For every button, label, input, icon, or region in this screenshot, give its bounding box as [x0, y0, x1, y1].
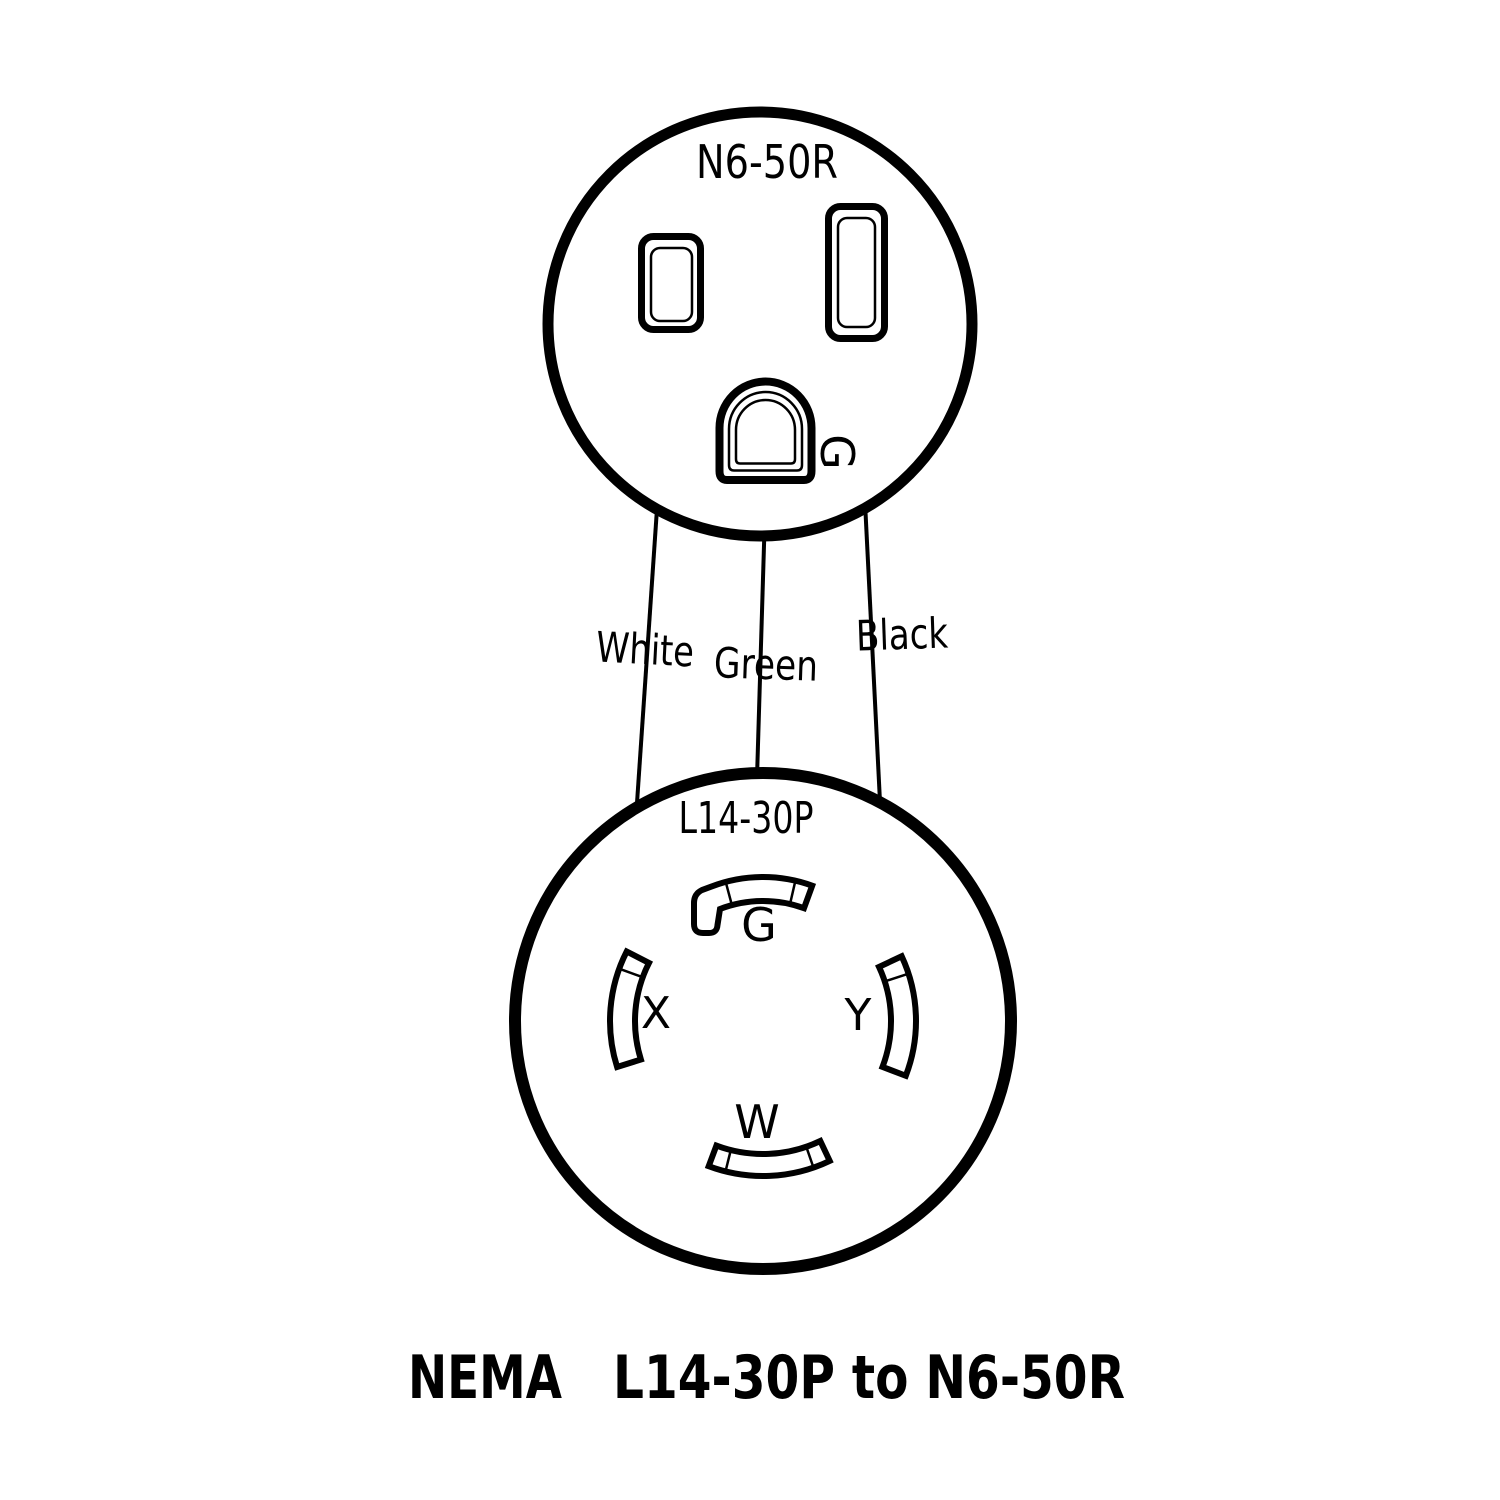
diagram-title-connector: L14-30P to N6-50R — [613, 1343, 1125, 1413]
wire-label-green: Green — [713, 638, 819, 691]
hot-slot — [825, 203, 888, 342]
w-blade-tip-line-right — [805, 1146, 815, 1169]
ground-slot — [715, 377, 816, 484]
neutral-slot — [638, 233, 704, 333]
receptacle-type-label: N6-50R — [696, 135, 838, 189]
ground-blade-tip-line-left — [724, 881, 734, 906]
blade-label-g: G — [741, 898, 777, 952]
hot-slot-inner — [836, 216, 877, 329]
y-blade — [875, 952, 919, 1080]
receptacle-ground-label: G — [810, 434, 864, 470]
x-blade-tip-line — [618, 967, 644, 979]
ground-slot-inner — [734, 398, 797, 465]
plug-type-label: L14-30P — [679, 793, 814, 844]
blade-label-y: Y — [844, 990, 872, 1041]
blade-label-w: W — [734, 1095, 779, 1149]
wire-label-white: White — [595, 622, 695, 676]
w-blade-tip-line-left — [724, 1149, 733, 1172]
ground-blade-tip-line-right — [788, 880, 797, 905]
plug-outline — [509, 767, 1017, 1275]
wire-label-black: Black — [855, 608, 949, 660]
y-blade-tip-line — [884, 972, 909, 983]
neutral-slot-inner — [649, 246, 694, 323]
diagram-title-prefix: NEMA — [408, 1343, 562, 1413]
ground-blade — [691, 874, 817, 936]
ground-slot-middle — [727, 390, 804, 472]
w-blade — [704, 1136, 834, 1179]
blade-label-x: X — [641, 988, 671, 1039]
x-blade — [607, 947, 654, 1071]
